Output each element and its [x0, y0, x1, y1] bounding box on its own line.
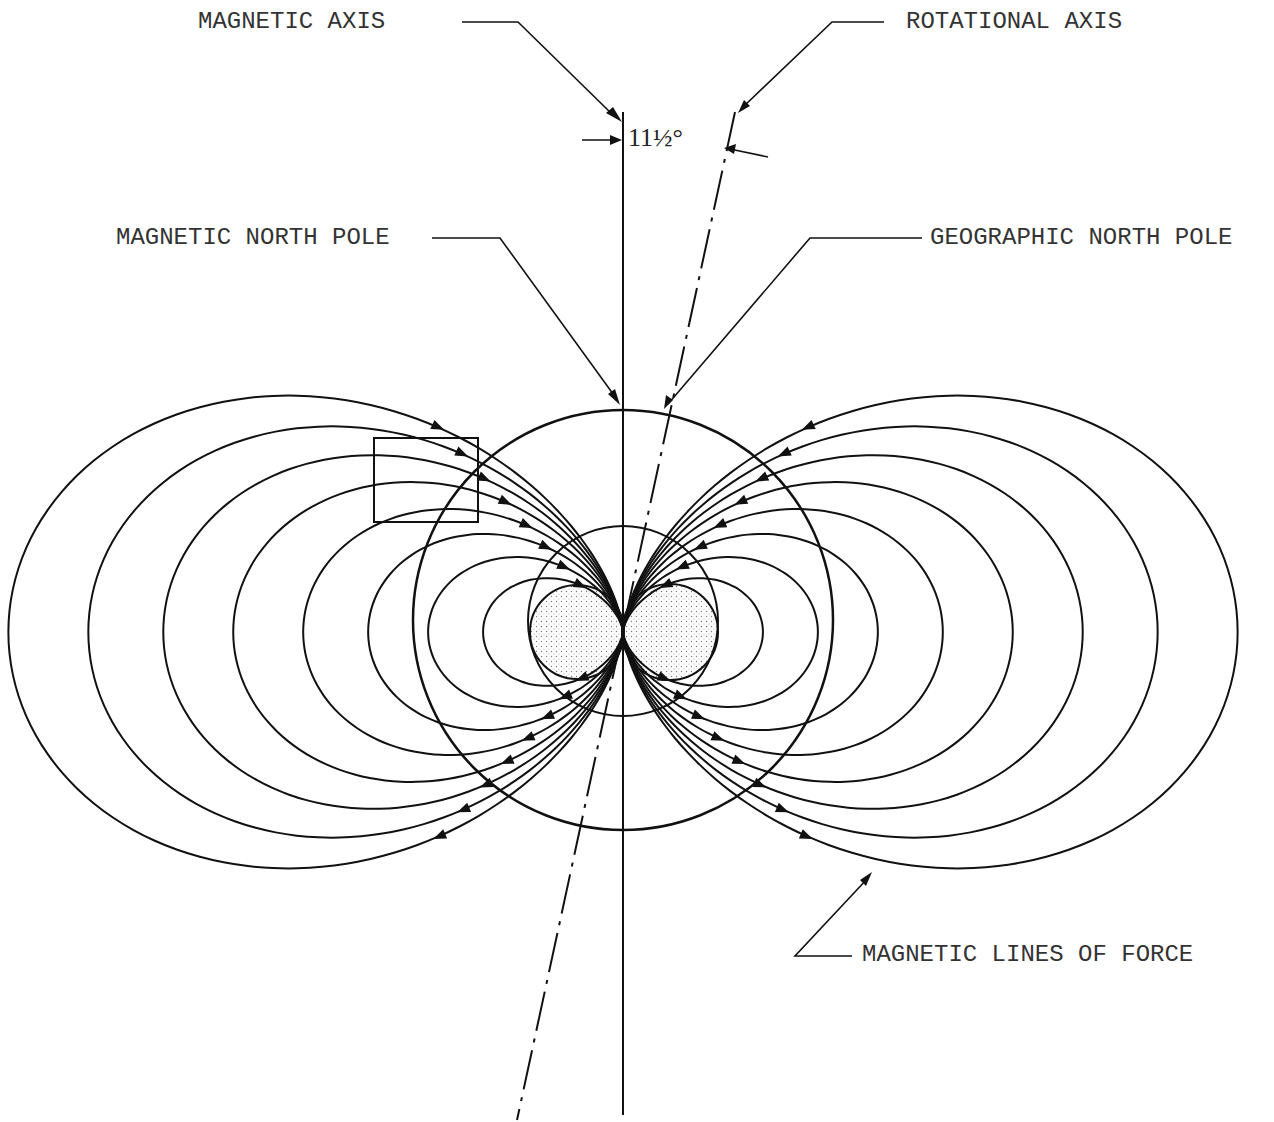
- axis-label: MAGNETIC AXIS: [198, 8, 385, 36]
- field-arrowhead: [556, 560, 572, 575]
- field-arrowhead: [776, 447, 792, 462]
- field-arrowhead: [674, 560, 690, 575]
- highlight-box: [374, 438, 478, 522]
- field-arrowhead: [732, 495, 748, 510]
- field-arrowhead: [657, 578, 673, 593]
- field-arrowhead: [691, 710, 707, 724]
- field-arrowhead: [775, 803, 791, 817]
- field-line: [88, 426, 622, 837]
- angle-label: 11½°: [628, 124, 683, 152]
- leader-lines: [432, 22, 922, 956]
- field-arrowhead: [731, 754, 747, 768]
- field-arrowhead: [574, 671, 590, 685]
- field-label: MAGNETIC LINES OF FORCE: [862, 941, 1193, 969]
- pole-label: MAGNETIC NORTH POLE: [116, 224, 390, 252]
- field-arrowhead: [431, 829, 447, 843]
- field-arrowhead: [800, 420, 816, 435]
- axis-label: ROTATIONAL AXIS: [906, 8, 1122, 36]
- field-arrowhead: [477, 471, 493, 486]
- field-arrowhead: [455, 803, 471, 817]
- field-arrowhead: [573, 578, 589, 593]
- field-arrowhead: [430, 420, 446, 435]
- field-arrowhead: [753, 471, 769, 486]
- pole-label: GEOGRAPHIC NORTH POLE: [930, 224, 1232, 252]
- field-arrowhead: [657, 671, 673, 685]
- field-arrowhead: [499, 754, 515, 768]
- field-arrowhead: [692, 540, 708, 555]
- field-arrowhead: [519, 518, 535, 533]
- field-line: [623, 482, 1013, 782]
- field-line: [623, 426, 1157, 837]
- field-arrowhead: [539, 710, 555, 724]
- rotational-axis-line: [517, 112, 735, 1120]
- field-arrowhead: [538, 540, 554, 555]
- leader-arrowheads: [606, 100, 872, 886]
- field-arrowhead: [799, 829, 815, 843]
- field-line: [303, 509, 623, 755]
- magnetic-axis-line: [622, 112, 624, 1115]
- field-line: [8, 396, 622, 869]
- field-arrowhead: [710, 731, 726, 745]
- field-arrowhead: [498, 495, 514, 510]
- field-line: [623, 396, 1237, 869]
- field-line: [623, 509, 943, 755]
- field-arrowhead: [711, 518, 727, 533]
- field-arrowhead: [454, 447, 470, 462]
- field-line: [233, 482, 623, 782]
- field-arrowhead: [520, 731, 536, 745]
